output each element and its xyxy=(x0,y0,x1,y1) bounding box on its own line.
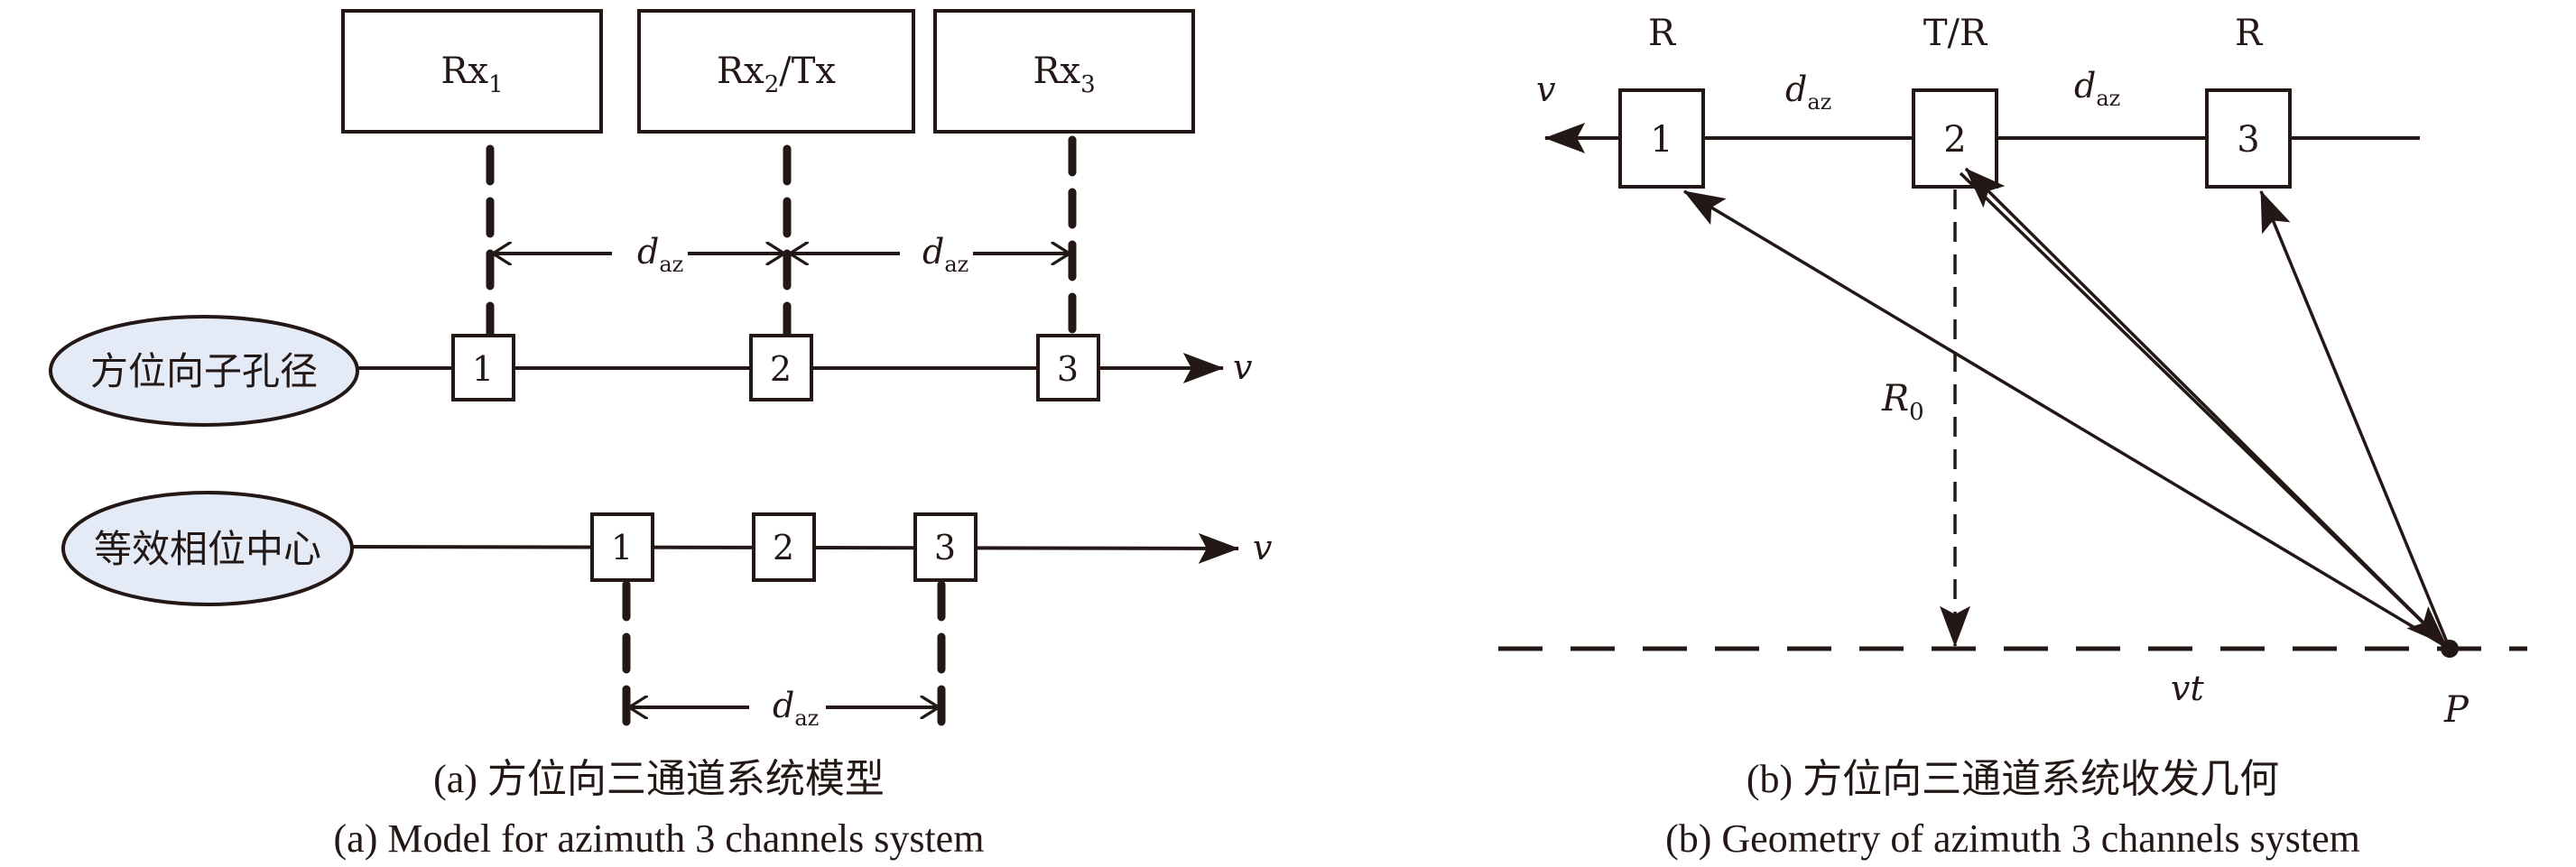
target-label: P xyxy=(2443,689,2469,731)
sub-aperture-label: 方位向子孔径 xyxy=(90,349,318,393)
phase-center-label: 等效相位中心 xyxy=(94,527,321,571)
phase-center-2: 2 xyxy=(752,512,816,582)
spacing-label: daz xyxy=(637,232,683,277)
rx3-label: Rx3 xyxy=(1033,51,1095,98)
caption-b-cn: (b) 方位向三通道系统收发几何 xyxy=(1747,757,2279,801)
panel-a: Rx1 Rx2/Tx Rx3 daz daz 方位向子孔径 v xyxy=(49,9,1273,861)
sub-aperture-channel-2: 2 xyxy=(749,334,813,401)
panel-b: v R T/R R daz daz 1 2 3 R0 P vt xyxy=(1498,13,2527,861)
displacement-label: vt xyxy=(2171,669,2204,708)
rx1-label: Rx1 xyxy=(440,51,503,98)
phase-center-1: 1 xyxy=(590,512,654,582)
sub-aperture-ellipse xyxy=(49,315,359,427)
phase-center-spacing-dimension: daz xyxy=(629,686,939,731)
role-label-2: T/R xyxy=(1923,13,1988,54)
channel-3: 3 xyxy=(2205,88,2292,189)
spacing-label-b2: daz xyxy=(2074,66,2120,111)
caption-a-en: (a) Model for azimuth 3 channels system xyxy=(334,816,985,861)
svg-text:2: 2 xyxy=(773,528,794,567)
svg-text:3: 3 xyxy=(934,528,956,567)
caption-a-cn: (a) 方位向三通道系统模型 xyxy=(433,757,885,801)
svg-text:1: 1 xyxy=(472,349,494,389)
velocity-label-a2: v xyxy=(1253,528,1273,567)
role-label-3: R xyxy=(2235,13,2264,54)
rx1-box: Rx1 xyxy=(341,9,603,134)
phase-center-3: 3 xyxy=(913,512,978,582)
caption-b-en: (b) Geometry of azimuth 3 channels syste… xyxy=(1665,816,2360,861)
sub-aperture-channel-3: 3 xyxy=(1036,334,1100,401)
rx3-box: Rx3 xyxy=(933,9,1195,134)
echo-path-1 xyxy=(1683,189,2451,650)
spacing-label: daz xyxy=(922,232,968,277)
echo-path-2 xyxy=(1964,167,2451,650)
svg-text:3: 3 xyxy=(1057,349,1079,389)
svg-text:2: 2 xyxy=(1943,119,1966,161)
velocity-label-a1: v xyxy=(1233,347,1253,387)
role-label-1: R xyxy=(1648,13,1677,54)
svg-text:2: 2 xyxy=(770,349,792,389)
target-point xyxy=(2441,640,2459,658)
range-label: R0 xyxy=(1881,378,1924,426)
svg-text:1: 1 xyxy=(611,528,633,567)
rx2-tx-box: Rx2/Tx xyxy=(637,9,915,134)
echo-path-3 xyxy=(2259,189,2451,650)
channel-1: 1 xyxy=(1618,88,1705,189)
spacing-label: daz xyxy=(773,686,819,731)
svg-text:1: 1 xyxy=(1650,119,1673,161)
rx2-tx-label: Rx2/Tx xyxy=(717,51,836,98)
channel-2: 2 xyxy=(1912,88,1998,189)
spacing-dimension-2: daz xyxy=(790,232,1070,277)
velocity-label-b: v xyxy=(1536,69,1556,109)
spacing-dimension-1: daz xyxy=(493,232,784,277)
spacing-label-b1: daz xyxy=(1785,69,1831,115)
sub-aperture-channel-1: 1 xyxy=(451,334,515,401)
svg-text:3: 3 xyxy=(2237,119,2259,161)
